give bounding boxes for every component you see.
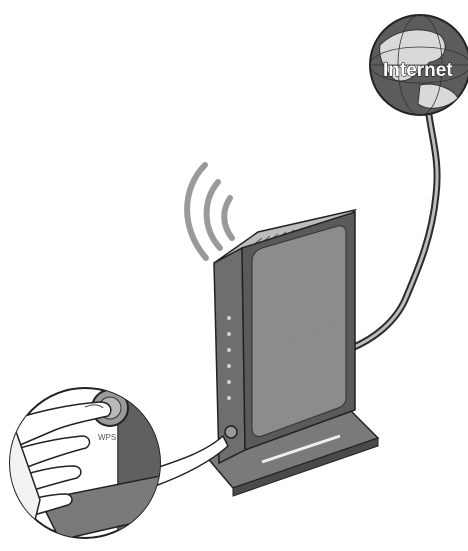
internet-cable bbox=[352, 108, 437, 348]
globe-label: Internet bbox=[383, 60, 453, 81]
wps-button bbox=[225, 426, 237, 438]
wps-label: WPS bbox=[98, 433, 116, 442]
callout-magnifier: WPS bbox=[2, 375, 190, 545]
globe-icon: Internet bbox=[370, 15, 468, 115]
wireless-signal-icon bbox=[187, 165, 232, 258]
